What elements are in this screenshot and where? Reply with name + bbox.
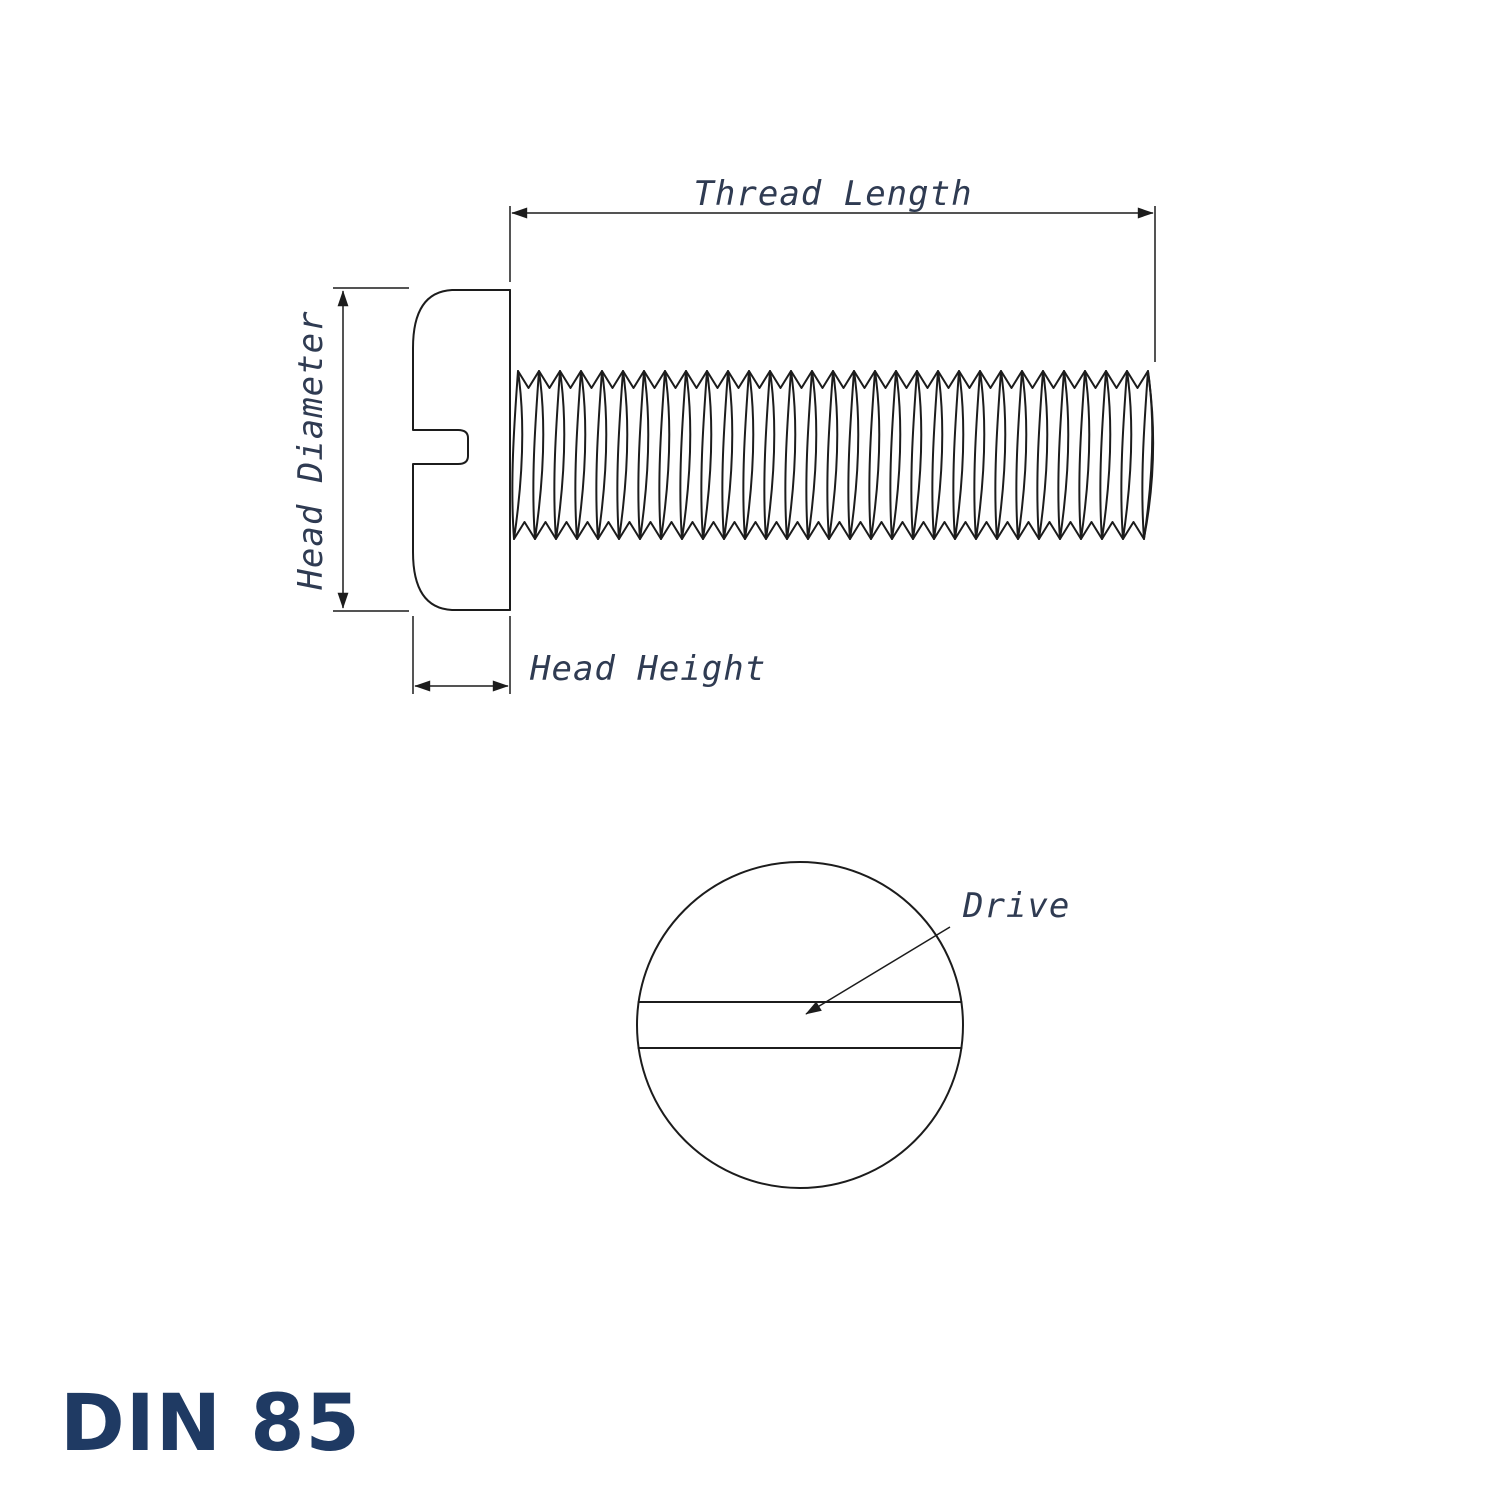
head-top-view: Drive <box>636 861 1070 1189</box>
thread-length-dimension: Thread Length <box>509 174 1156 362</box>
drive-leader-line <box>805 926 951 1015</box>
side-view <box>412 289 1155 611</box>
thread-length-label: Thread Length <box>693 174 972 214</box>
thread-bottom-edge <box>513 521 1145 540</box>
thread-top-edge <box>517 370 1149 389</box>
drive-label: Drive <box>962 886 1070 926</box>
thread-flanks <box>511 370 1154 540</box>
drawing-title: DIN 85 <box>60 1379 361 1469</box>
head-diameter-dimension: Head Diameter <box>291 287 409 612</box>
thread-pattern <box>511 370 1155 540</box>
head-diameter-label: Head Diameter <box>291 310 331 590</box>
head-circle <box>636 861 964 1189</box>
head-height-label: Head Height <box>529 649 766 689</box>
head-height-dimension: Head Height <box>412 616 766 694</box>
screw-head-outline <box>412 289 511 611</box>
thread-end-cap <box>1143 371 1155 539</box>
